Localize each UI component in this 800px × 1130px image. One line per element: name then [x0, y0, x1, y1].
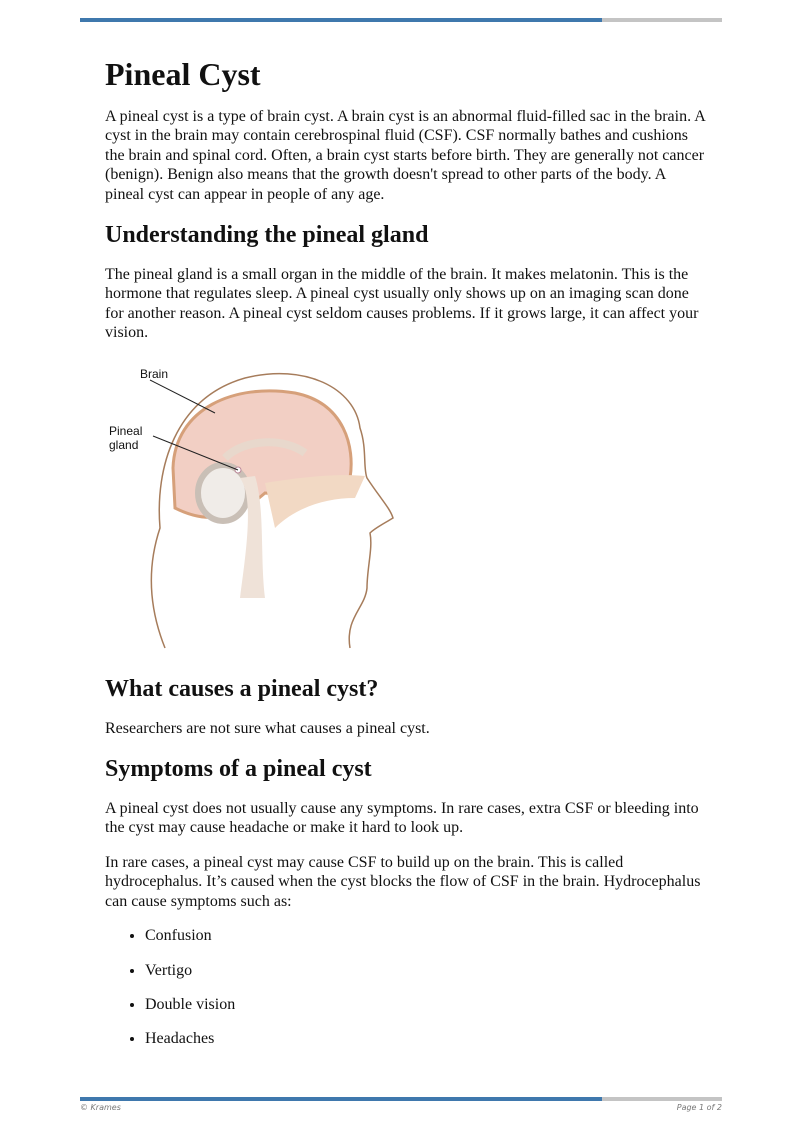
footer-page-number: Page 1 of 2	[676, 1103, 722, 1112]
list-item: Confusion	[145, 926, 705, 945]
label-pineal: Pineal	[109, 423, 143, 438]
footer-copyright: © Krames	[80, 1103, 121, 1112]
list-item: Double vision	[145, 995, 705, 1014]
header-progress-bar	[80, 18, 722, 22]
page-title: Pineal Cyst	[105, 56, 261, 92]
brain-illustration: Brain Pineal gland	[105, 358, 405, 658]
section-heading: Understanding the pineal gland	[105, 222, 429, 249]
paragraph: The pineal gland is a small organ in the…	[105, 266, 699, 342]
section-heading: What causes a pineal cyst?	[105, 675, 379, 702]
footer-progress-bar	[80, 1097, 722, 1101]
symptom-list: Confusion Vertigo Double vision Headache…	[105, 926, 705, 1049]
paragraph: Researchers are not sure what causes a p…	[105, 719, 430, 737]
document-body: Pineal Cyst A pineal cyst is a type of b…	[105, 56, 705, 1064]
list-item: Headaches	[145, 1029, 705, 1048]
section-heading: Symptoms of a pineal cyst	[105, 756, 372, 783]
paragraph: In rare cases, a pineal cyst may cause C…	[105, 853, 701, 910]
paragraph: A pineal cyst does not usually cause any…	[105, 800, 699, 837]
intro-paragraph: A pineal cyst is a type of brain cyst. A…	[105, 108, 705, 203]
label-gland: gland	[109, 437, 139, 452]
list-item: Vertigo	[145, 961, 705, 980]
label-brain: Brain	[140, 366, 169, 381]
